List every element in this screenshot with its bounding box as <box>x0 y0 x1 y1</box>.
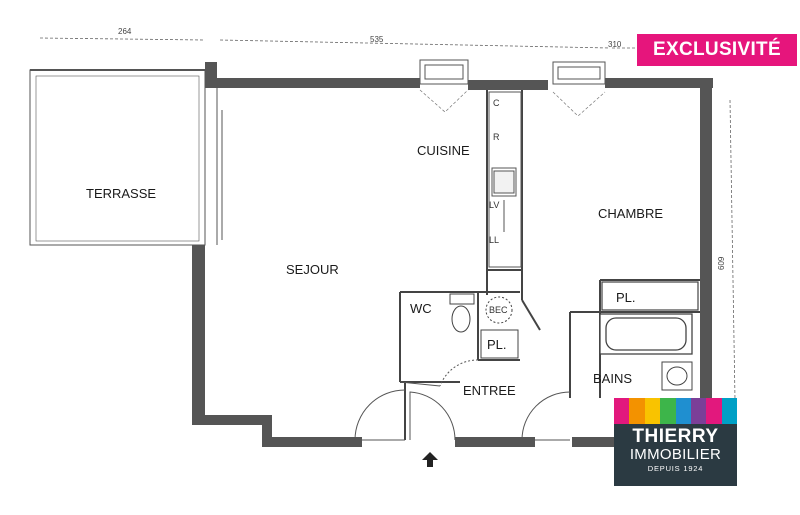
terrace <box>29 69 206 246</box>
kitchen-counter <box>488 91 522 268</box>
room-bains: BAINS <box>593 371 632 386</box>
door-swings <box>354 359 571 441</box>
room-terrasse: TERRASSE <box>86 186 156 201</box>
kitchen-label-c: C <box>493 98 500 108</box>
kitchen-label-r: R <box>493 132 500 142</box>
dim-bedroom-height: 609 <box>717 256 726 270</box>
arrow-up-icon <box>422 452 438 467</box>
room-placard-wc: PL. <box>487 337 507 352</box>
window-swings <box>419 89 606 117</box>
dimension-lines <box>39 37 736 401</box>
windows <box>419 59 606 85</box>
exclusivity-badge: EXCLUSIVITÉ <box>637 34 797 66</box>
room-wc: WC <box>410 301 432 316</box>
sink <box>661 361 693 391</box>
dim-bedroom: 310 <box>608 40 622 49</box>
sejour-wall-left <box>216 88 223 245</box>
wc-closet <box>480 329 519 359</box>
room-entree: ENTREE <box>463 383 516 398</box>
interior-walls <box>399 90 700 440</box>
logo-line2: IMMOBILIER <box>629 446 722 463</box>
room-bec: BEC <box>489 305 508 315</box>
kitchen-label-ll: LL <box>489 235 499 245</box>
logo-body: THIERRY IMMOBILIER DEPUIS 1924 <box>614 424 737 486</box>
bedroom-closet <box>601 281 699 311</box>
room-chambre: CHAMBRE <box>598 206 663 221</box>
room-placard-chambre: PL. <box>616 290 636 305</box>
logo-color-bars <box>614 398 737 424</box>
bathtub <box>599 313 693 355</box>
room-cuisine: CUISINE <box>417 143 470 158</box>
logo-line1: THIERRY <box>632 426 719 447</box>
agency-logo: THIERRY IMMOBILIER DEPUIS 1924 <box>614 398 737 486</box>
kitchen-label-lv: LV <box>489 200 499 210</box>
dim-terrace: 264 <box>118 27 132 36</box>
bec-basin <box>485 296 513 324</box>
exterior-walls <box>192 62 713 447</box>
logo-line3: DEPUIS 1924 <box>647 464 704 473</box>
toilet-fixture <box>449 293 475 333</box>
dim-living: 535 <box>370 35 384 44</box>
room-sejour: SEJOUR <box>286 262 339 277</box>
